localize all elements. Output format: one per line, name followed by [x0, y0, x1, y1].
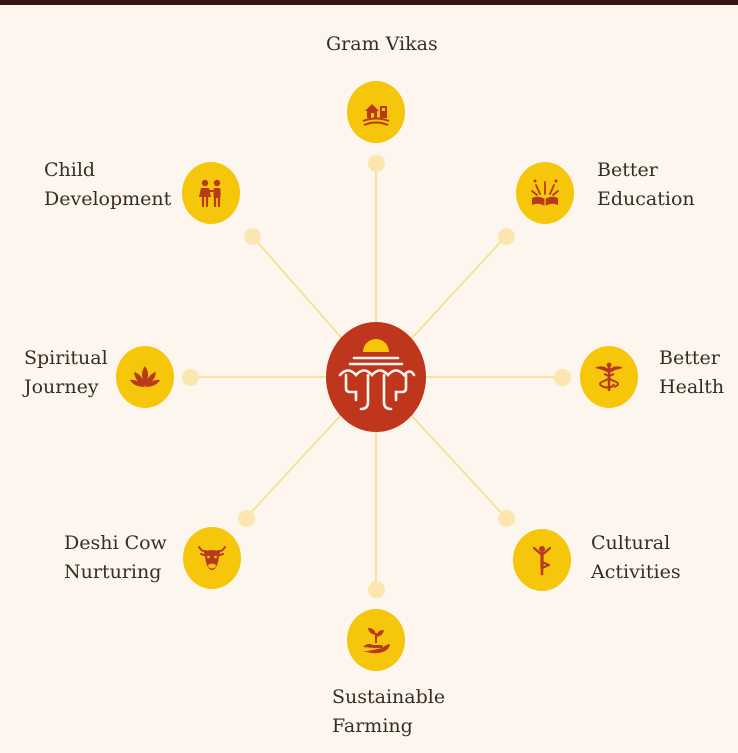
connector-dot-deshi-cow-nurturing — [237, 509, 255, 527]
label-line: Deshi Cow — [64, 532, 167, 554]
node-cultural-activities[interactable] — [513, 529, 571, 591]
label-deshi-cow-nurturing: Deshi Cow Nurturing — [64, 529, 167, 587]
label-line: Better — [659, 347, 720, 369]
node-better-health[interactable] — [580, 346, 638, 408]
node-sustainable-farming[interactable] — [347, 609, 405, 671]
label-line: Spiritual — [24, 347, 108, 369]
label-gram-vikas: Gram Vikas — [326, 30, 438, 59]
village-house-icon — [362, 104, 390, 126]
connector-dot-better-education — [497, 227, 515, 245]
logo-temple-tree-icon — [338, 339, 416, 411]
caduceus-icon — [595, 362, 623, 391]
node-child-development[interactable] — [182, 162, 240, 224]
connector-dot-spiritual-journey — [181, 368, 199, 386]
connector-dot-sustainable-farming — [367, 580, 385, 598]
hand-sprout-icon — [363, 628, 390, 654]
hub-logo — [326, 322, 426, 432]
connector-dot-child-development — [243, 227, 261, 245]
connector-dot-better-health — [553, 368, 571, 386]
cow-icon — [198, 546, 226, 570]
label-line: Nurturing — [64, 561, 162, 583]
label-line: Activities — [591, 561, 681, 583]
label-line: Sustainable — [332, 686, 446, 708]
node-better-education[interactable] — [516, 162, 574, 224]
label-line: Farming — [332, 715, 413, 737]
label-better-health: Better Health — [659, 344, 724, 402]
label-line: Child — [44, 159, 96, 181]
connector-dot-gram-vikas — [367, 154, 385, 172]
connector-dot-cultural-activities — [497, 509, 515, 527]
label-cultural-activities: Cultural Activities — [591, 529, 681, 587]
lotus-icon — [130, 366, 160, 387]
label-line: Journey — [24, 376, 99, 398]
top-bar — [0, 0, 738, 5]
node-gram-vikas[interactable] — [347, 81, 405, 143]
open-book-sparkle-icon — [531, 179, 559, 206]
yoga-pose-icon — [532, 546, 552, 576]
label-line: Education — [597, 188, 695, 210]
label-sustainable-farming: Sustainable Farming — [332, 683, 445, 741]
label-line: Gram Vikas — [326, 33, 438, 55]
node-deshi-cow-nurturing[interactable] — [183, 527, 241, 589]
label-better-education: Better Education — [597, 156, 695, 214]
label-spiritual-journey: Spiritual Journey — [24, 344, 108, 402]
label-child-development: Child Development — [44, 156, 171, 214]
label-line: Health — [659, 376, 725, 398]
label-line: Better — [597, 159, 658, 181]
label-line: Cultural — [591, 532, 671, 554]
label-line: Development — [44, 188, 172, 210]
node-spiritual-journey[interactable] — [116, 346, 174, 408]
children-icon — [199, 179, 221, 208]
